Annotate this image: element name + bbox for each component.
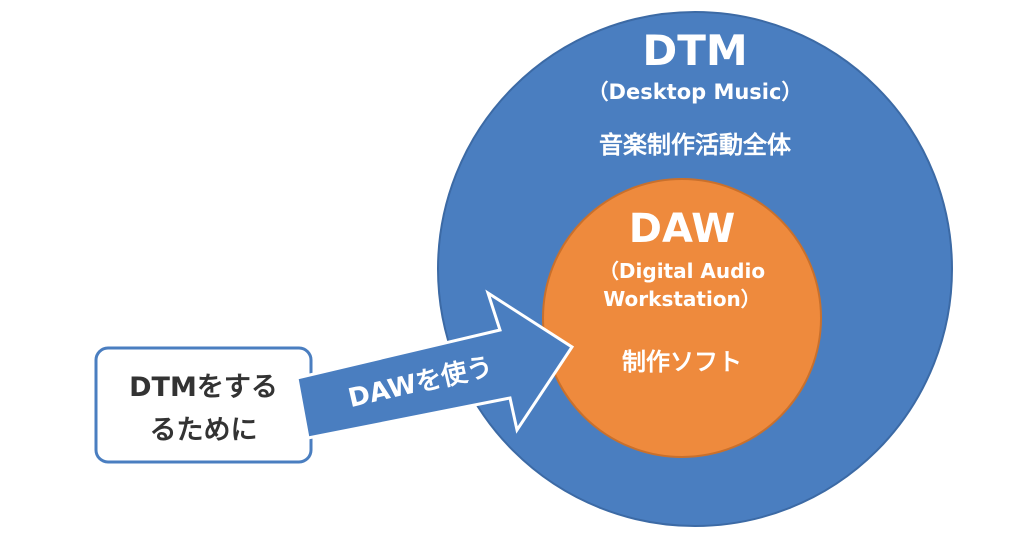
dtm-title: DTM — [642, 26, 748, 75]
box-line2: るために — [149, 415, 258, 446]
box-line1: DTMをする — [129, 372, 278, 403]
daw-circle — [542, 178, 822, 458]
daw-title: DAW — [628, 206, 736, 252]
daw-subtitle-line2: Workstation） — [603, 287, 761, 311]
daw-description: 制作ソフト — [622, 348, 742, 376]
dtm-subtitle: （Desktop Music） — [587, 80, 803, 104]
dtm-description: 音楽制作活動全体 — [599, 131, 791, 159]
arrow-shape — [295, 289, 575, 440]
daw-subtitle-line1: （Digital Audio — [598, 259, 766, 283]
